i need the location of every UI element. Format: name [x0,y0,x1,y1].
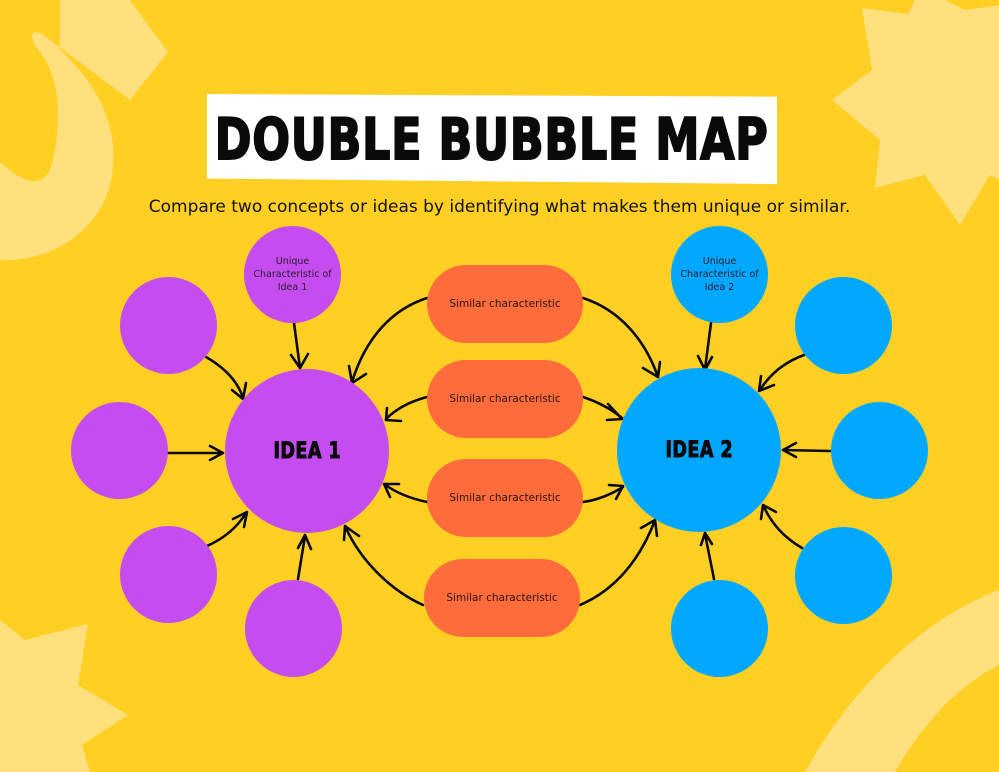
idea2-main-bubble[interactable]: IDEA 2 [617,368,781,532]
decor-hook-shape-top-left [0,0,168,261]
page-title: DOUBLE BUBBLE MAP [214,105,769,173]
idea1-unique-top-bubble[interactable]: Unique Characteristic of Idea 1 [244,226,341,323]
idea2-satellite-bubble-3[interactable] [795,527,892,624]
similarity-label-4: Similar characteristic [446,592,558,604]
arrow-sim4-to-idea1 [342,524,425,607]
decor-star-top-right [832,0,999,225]
arrow-sat2-to-idea2 [781,441,832,459]
arrow-sat2-to-idea1 [166,444,225,462]
idea1-main-bubble[interactable]: IDEA 1 [225,369,389,533]
decor-star-bottom-left [0,620,128,772]
idea2-satellite-bubble-1[interactable] [795,277,892,374]
arrow-sim2-to-idea2 [581,395,624,422]
similarity-label-1: Similar characteristic [449,298,561,310]
arrow-sat3-to-idea1 [205,510,249,548]
title-banner: DOUBLE BUBBLE MAP [207,94,777,184]
similarity-pill-2[interactable]: Similar characteristic [427,360,583,438]
similarity-label-2: Similar characteristic [449,393,561,405]
idea2-satellite-bubble-2[interactable] [831,402,928,499]
arrow-sim3-to-idea1 [382,482,429,504]
arrow-sim1-to-idea2 [581,296,662,379]
arrow-unique1-to-idea1 [289,321,310,370]
similarity-pill-3[interactable]: Similar characteristic [427,459,583,537]
arrow-sim3-to-idea2 [581,483,625,504]
similarity-pill-4[interactable]: Similar characteristic [424,559,580,637]
idea2-main-label: IDEA 2 [665,437,733,463]
idea1-satellite-bubble-4[interactable] [245,580,342,677]
idea2-unique-top-label: Unique Characteristic of Idea 2 [680,256,759,293]
arrow-sat1-to-idea2 [757,353,806,393]
arrow-sim1-to-idea1 [347,296,429,385]
arrow-sat4-to-idea1 [296,533,313,581]
arrow-sat4-to-idea2 [699,531,716,581]
arrow-unique2-to-idea2 [696,321,714,372]
idea1-satellite-bubble-2[interactable] [71,402,168,499]
arrow-sat1-to-idea1 [204,355,248,401]
arrow-sim2-to-idea1 [384,395,429,423]
idea1-main-label: IDEA 1 [273,438,341,464]
idea1-satellite-bubble-1[interactable] [120,277,217,374]
arrow-sim4-to-idea2 [578,518,659,607]
similarity-label-3: Similar characteristic [449,492,561,504]
idea1-satellite-bubble-3[interactable] [120,526,217,623]
similarity-pill-1[interactable]: Similar characteristic [427,265,583,343]
decor-arc-bottom-right [805,590,999,772]
idea2-satellite-bubble-4[interactable] [671,580,768,677]
idea1-unique-top-label: Unique Characteristic of Idea 1 [253,256,332,293]
idea2-unique-top-bubble[interactable]: Unique Characteristic of Idea 2 [671,226,768,323]
page-subtitle: Compare two concepts or ideas by identif… [148,197,851,217]
arrow-sat3-to-idea2 [759,503,804,550]
